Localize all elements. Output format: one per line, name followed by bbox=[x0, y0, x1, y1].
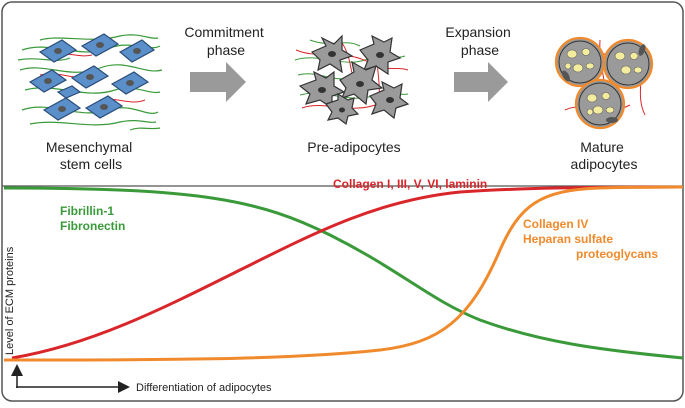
x-axis-label: Differentiation of adipocytes bbox=[136, 382, 272, 394]
outer-frame bbox=[1, 1, 684, 402]
stage-label-pre-adipocytes: Pre-adipocytes bbox=[307, 139, 400, 155]
curve-label-green: Fibrillin-1 Fibronectin bbox=[60, 204, 125, 233]
phase-label-commitment: Commitment phase bbox=[184, 24, 267, 58]
phase-arrow-commitment bbox=[190, 62, 246, 102]
pre-adipocytes-illustration bbox=[294, 34, 410, 126]
y-axis-label: Level of ECM proteins bbox=[4, 246, 16, 355]
curve-label-orange: Collagen IV Heparan sulfate proteoglycan… bbox=[523, 217, 658, 261]
curve-collagen-laminin bbox=[11, 185, 684, 360]
curve-label-red: Collagen I, III, V, VI, laminin bbox=[333, 177, 487, 191]
phase-label-expansion: Expansion phase bbox=[445, 24, 514, 58]
stage-label-mesenchymal: Mesenchymal stem cells bbox=[46, 139, 136, 172]
stage-label-mature-adipocytes: Mature adipocytes bbox=[571, 139, 638, 172]
curve-collagen-iv-heparan bbox=[3, 185, 684, 362]
curve-fibrillin-fibronectin bbox=[3, 186, 684, 360]
mature-adipocytes-illustration bbox=[554, 36, 654, 130]
mesenchymal-cells-illustration bbox=[17, 33, 163, 131]
phase-arrow-expansion bbox=[454, 62, 508, 102]
